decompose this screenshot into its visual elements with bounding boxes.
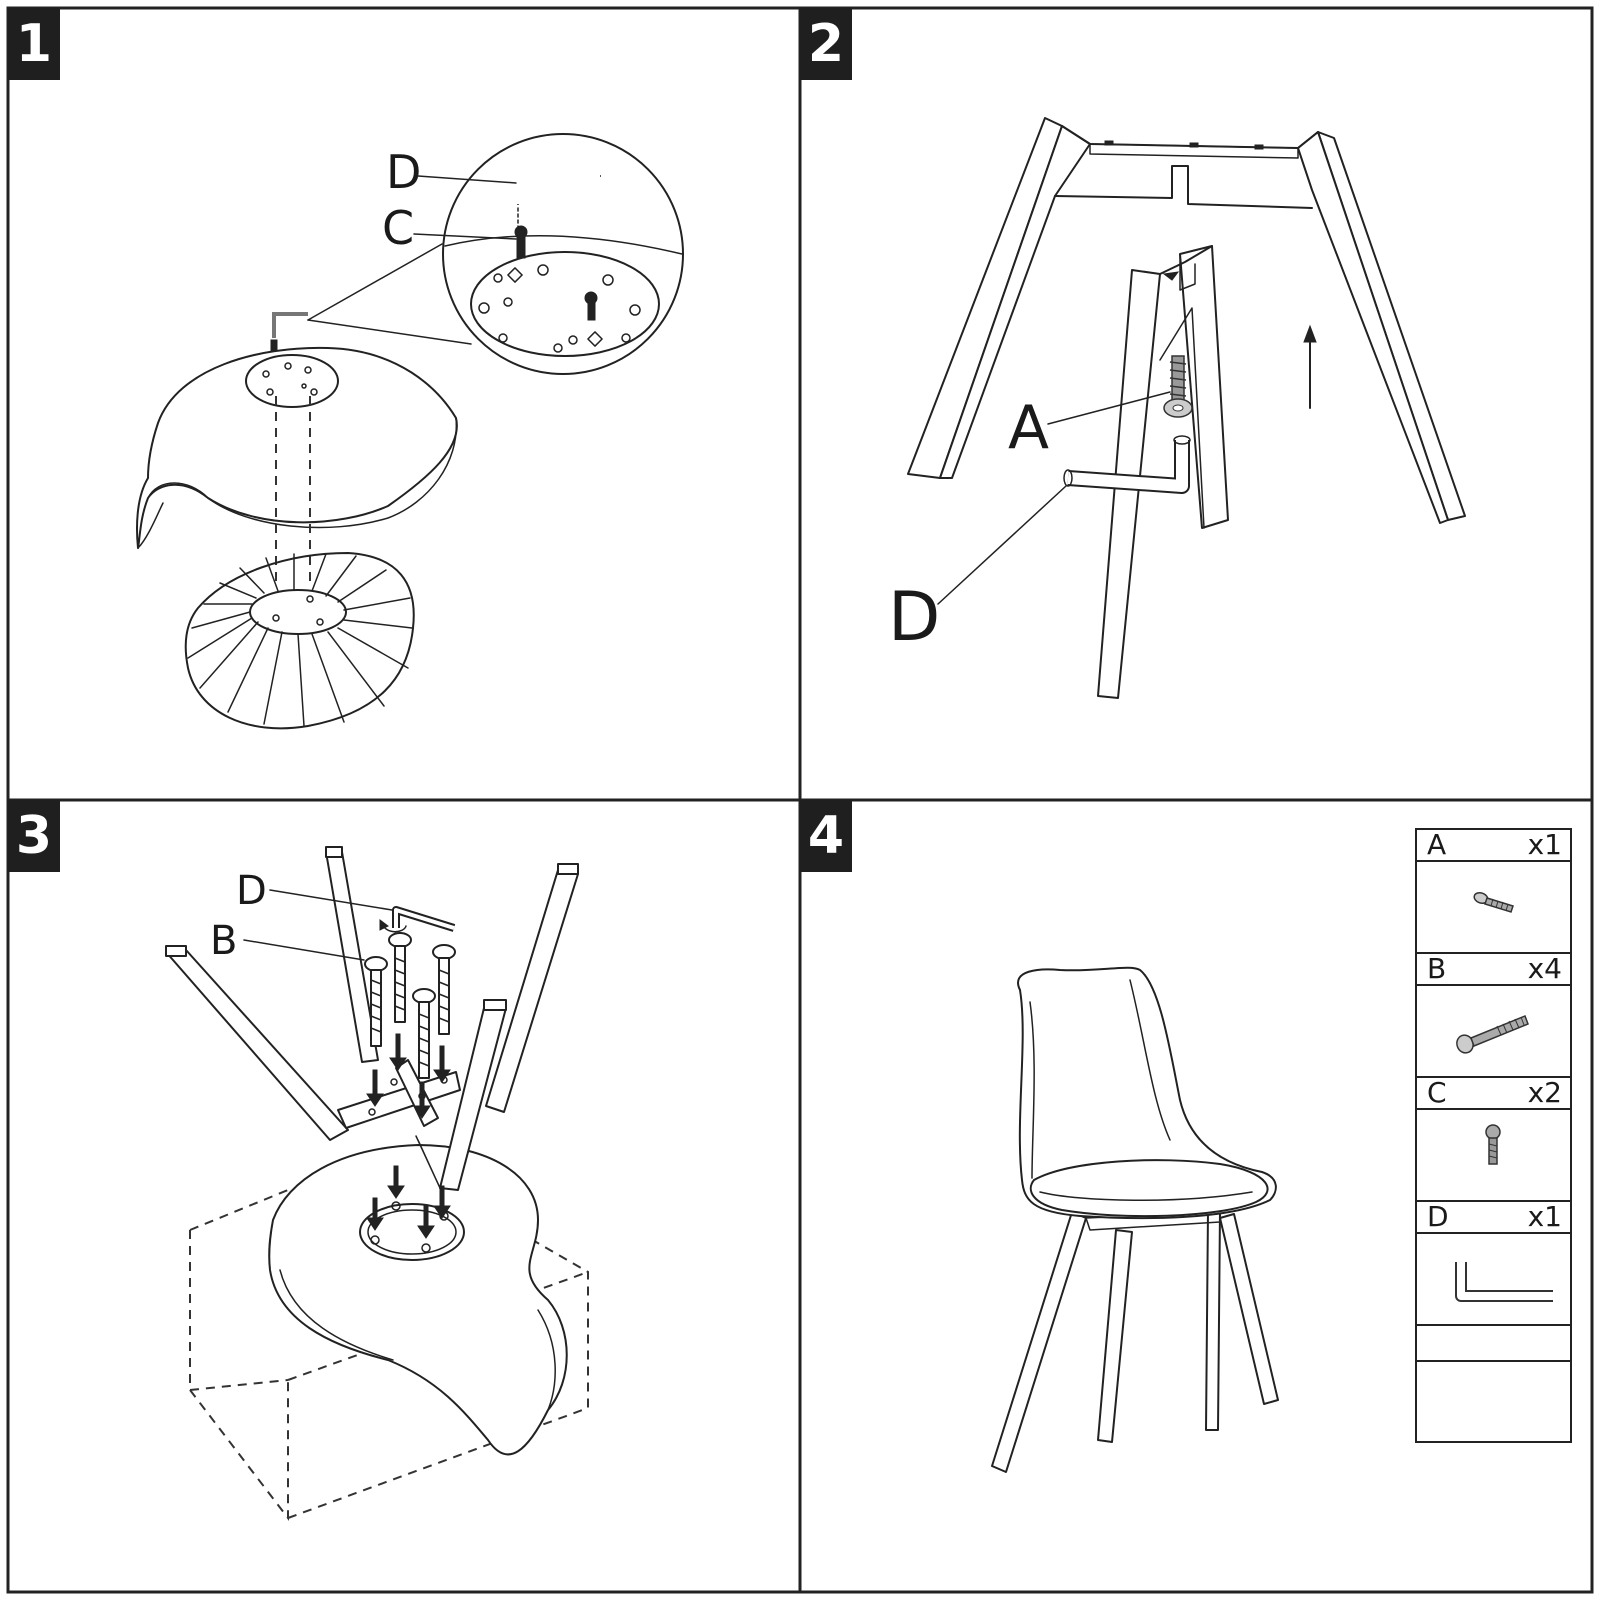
label-d: D [236,868,267,914]
allen-key-icon [1417,1234,1570,1326]
step-4-illustration [991,966,1279,1473]
part-a-header: A x1 [1417,830,1570,862]
seat-shell [136,346,458,549]
part-quantity: x2 [1527,1076,1562,1109]
step-1-panel: 1 D C [8,8,800,800]
part-quantity: x1 [1527,828,1562,861]
part-quantity: x4 [1527,952,1562,985]
allen-key [1067,440,1188,492]
assembled-chair [991,966,1279,1473]
step-1-illustration: D C [136,133,684,730]
allen-key-zoom [517,175,601,205]
part-d-header: D x1 [1417,1202,1570,1234]
seat-cushion [184,552,415,730]
leg-back-right [1317,131,1466,521]
leg-3 [485,869,579,1113]
step-number-badge: 1 [8,8,60,80]
parts-list: A x1 B x4 C x2 [1415,828,1572,1443]
label-b: B [210,918,237,964]
rotate-arrow-icon [379,919,389,931]
bolt-a [1163,355,1193,418]
allen-key [394,908,455,930]
step-2-illustration: A D [888,117,1466,699]
label-a: A [1008,393,1049,463]
arrow-up-icon [1303,324,1317,343]
step-3-illustration: D B [165,846,589,1521]
part-c-header: C x2 [1417,1078,1570,1110]
label-d: D [386,145,421,199]
part-b-header: B x4 [1417,954,1570,986]
leg-1 [165,949,349,1141]
bolt-countersunk-icon [1417,986,1570,1078]
step-number-badge: 4 [800,800,852,872]
step-4-panel: 4 A x1 [800,800,1592,1592]
part-letter: B [1427,952,1447,985]
part-letter: A [1427,828,1447,861]
zoom-circle [442,133,684,375]
step-number-badge: 2 [800,8,852,80]
bolt-short-icon [1417,1110,1570,1202]
step-2-panel: 2 A D [800,8,1592,800]
label-c: C [382,201,414,255]
down-arrow-icon [366,1033,451,1239]
bolt-long-icon [1417,862,1570,954]
bolts-b [364,932,456,1079]
part-quantity: x1 [1527,1200,1562,1233]
part-letter: C [1427,1076,1447,1109]
label-d: D [888,578,940,657]
part-letter: D [1427,1200,1449,1233]
support-box [189,1189,589,1521]
empty-row [1417,1326,1570,1362]
step-number-badge: 3 [8,800,60,872]
mounting-plate-zoom [470,251,660,357]
step-3-panel: 3 [8,800,800,1592]
seat-shell [268,1144,568,1456]
